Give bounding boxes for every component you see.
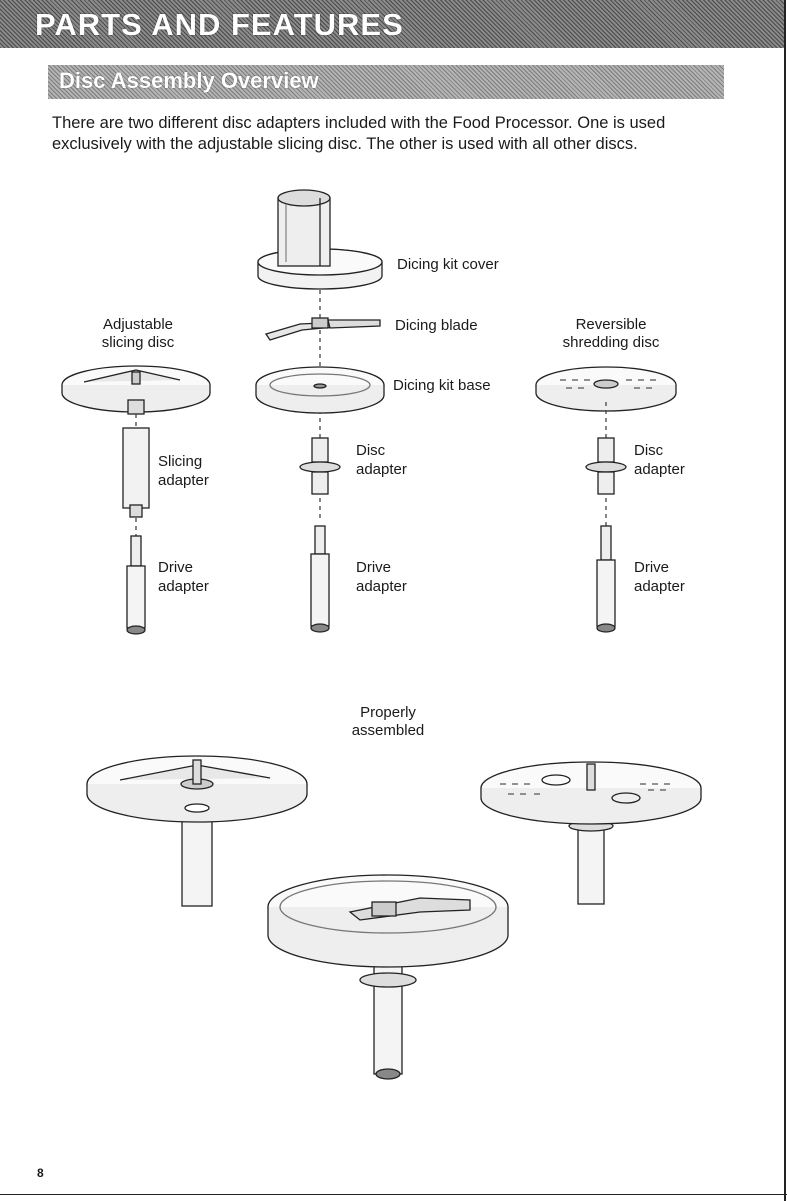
label-reversible-line1: Reversible [575,316,647,333]
slicing-adapter-drawing [122,427,150,518]
label-properly-line2: assembled [351,722,425,739]
section-title: Disc Assembly Overview [59,68,319,93]
right-disc-adapter-drawing [585,437,627,495]
right-drive-adapter-drawing [596,525,616,633]
label-dicing-blade: Dicing blade [395,317,478,334]
label-adjustable-line2: slicing disc [101,334,175,351]
assembled-dicing-kit-drawing [267,874,509,1080]
label-drive-center-line1: Drive [356,559,392,576]
bottom-rule [0,1194,787,1195]
assembled-slicing-disc-drawing [86,755,308,907]
center-disc-adapter-drawing [299,437,341,495]
page-number: 8 [37,1166,44,1180]
label-disc-adapter-right-line2: adapter [634,461,685,478]
label-disc-adapter-center-line1: Disc [356,442,386,459]
label-disc-adapter-center-line2: adapter [356,461,407,478]
label-drive-right-line2: adapter [634,578,685,595]
center-drive-adapter-drawing [310,525,330,633]
label-slicing-adapter-line2: adapter [158,472,209,489]
header-bar: PARTS AND FEATURES [0,0,785,48]
label-dicing-kit-cover: Dicing kit cover [397,256,499,273]
label-drive-left-line2: adapter [158,578,209,595]
intro-paragraph: There are two different disc adapters in… [52,114,666,153]
label-adjustable-line1: Adjustable [102,316,174,333]
adjustable-slicing-disc-drawing [61,365,211,415]
label-drive-left-line1: Drive [158,559,194,576]
label-drive-right-line1: Drive [634,559,670,576]
label-reversible-line2: shredding disc [562,334,660,351]
page-title: PARTS AND FEATURES [35,7,404,42]
left-drive-adapter-drawing [126,535,146,635]
right-border-rule [784,0,786,1201]
dicing-kit-base-drawing [255,366,385,414]
dicing-blade-drawing [264,317,381,341]
label-dicing-kit-base: Dicing kit base [393,377,491,394]
section-bar: Disc Assembly Overview [48,65,724,99]
assembled-shredding-disc-drawing [480,761,702,905]
label-slicing-adapter-line1: Slicing [158,453,203,470]
label-properly-line1: Properly [360,704,416,721]
dicing-kit-cover-drawing [257,189,383,290]
label-drive-center-line2: adapter [356,578,407,595]
label-disc-adapter-right-line1: Disc [634,442,664,459]
